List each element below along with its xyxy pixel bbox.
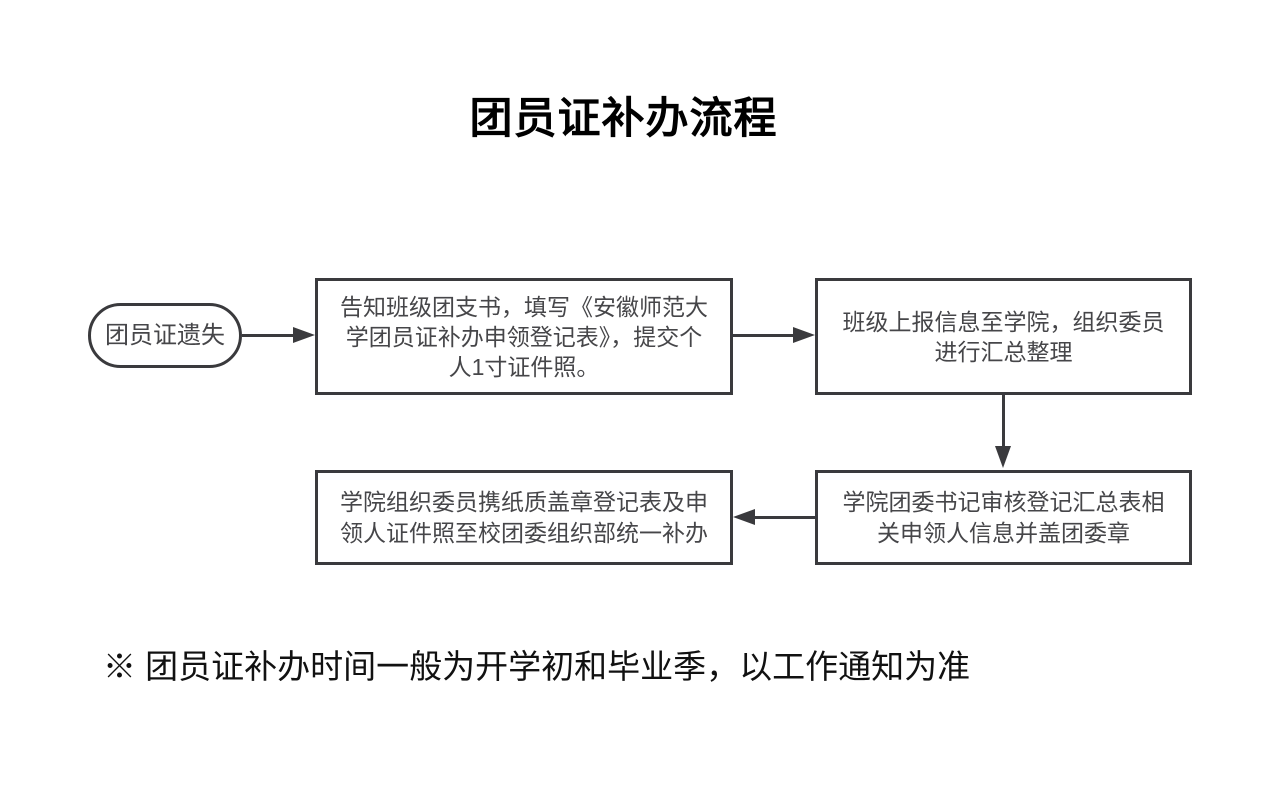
arrow-step3-to-step4-head — [733, 509, 755, 525]
flow-node-step1: 告知班级团支书，填写《安徽师范大 学团员证补办申领登记表》，提交个 人1寸证件照… — [315, 278, 733, 395]
arrow-step2-to-step3-head — [995, 446, 1011, 468]
page-title: 团员证补办流程 — [469, 95, 778, 143]
arrow-start-to-step1-line — [242, 334, 293, 337]
footnote: ※ 团员证补办时间一般为开学初和毕业季，以工作通知为准 — [103, 648, 971, 685]
flow-node-step4: 学院组织委员携纸质盖章登记表及申 领人证件照至校团委组织部统一补办 — [315, 470, 733, 565]
arrow-step2-to-step3-line — [1002, 395, 1005, 446]
flow-node-step4-label: 学院组织委员携纸质盖章登记表及申 领人证件照至校团委组织部统一补办 — [340, 488, 708, 546]
flow-node-start: 团员证遗失 — [88, 303, 242, 368]
flow-node-step3: 学院团委书记审核登记汇总表相 关申领人信息并盖团委章 — [815, 470, 1192, 565]
arrow-step3-to-step4-line — [755, 516, 815, 519]
flow-node-step3-label: 学院团委书记审核登记汇总表相 关申领人信息并盖团委章 — [842, 488, 1165, 546]
flow-node-step1-label: 告知班级团支书，填写《安徽师范大 学团员证补办申领登记表》，提交个 人1寸证件照… — [340, 293, 708, 380]
arrow-start-to-step1-head — [293, 327, 315, 343]
flow-node-step2-label: 班级上报信息至学院，组织委员 进行汇总整理 — [842, 308, 1165, 365]
flow-node-step2: 班级上报信息至学院，组织委员 进行汇总整理 — [815, 278, 1192, 395]
arrow-step1-to-step2-line — [733, 334, 793, 337]
flow-node-start-label: 团员证遗失 — [105, 321, 225, 349]
arrow-step1-to-step2-head — [793, 327, 815, 343]
